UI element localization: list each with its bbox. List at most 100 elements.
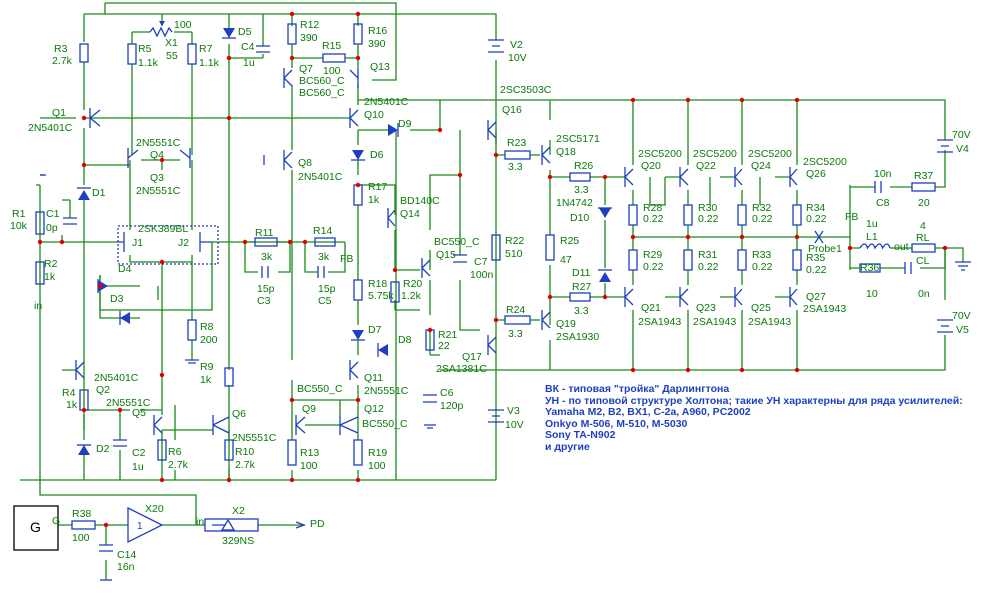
label-fb-1: FB bbox=[340, 253, 353, 265]
label-r2-value: 1k bbox=[44, 271, 56, 283]
label-q1-model: 2N5401C bbox=[28, 122, 73, 134]
label-c1: C1 bbox=[46, 208, 60, 220]
label-q10-model: 2N5401C bbox=[364, 96, 409, 108]
label-r13-value: 100 bbox=[300, 460, 318, 472]
label-r27: R27 bbox=[572, 281, 591, 293]
label-in-2: in bbox=[196, 516, 204, 528]
label-r2: R2 bbox=[44, 258, 58, 270]
label-q20-model: 2SC5200 bbox=[638, 148, 682, 160]
label-r8-value: 200 bbox=[200, 334, 218, 346]
label-r32-value: 0.22 bbox=[752, 213, 773, 225]
label-d10: D10 bbox=[570, 212, 589, 224]
label-d8: D8 bbox=[398, 334, 412, 346]
label-r7-value: 1.1k bbox=[199, 57, 220, 69]
label-l1: L1 bbox=[866, 231, 878, 243]
label-r3-value: 2.7k bbox=[52, 55, 73, 67]
label-v5: V5 bbox=[956, 324, 969, 336]
label-q27: Q27 bbox=[806, 291, 826, 303]
label-x20: X20 bbox=[145, 503, 164, 515]
label-j2: J2 bbox=[178, 237, 189, 249]
label-r3: R3 bbox=[54, 43, 68, 55]
label-q25: Q25 bbox=[751, 302, 771, 314]
label-d4: D4 bbox=[118, 263, 132, 275]
label-q6-model: 2N5551C bbox=[232, 432, 277, 444]
label-q27-model: 2SA1943 bbox=[803, 303, 846, 315]
label-r25-value: 47 bbox=[560, 254, 572, 266]
label-rl: RL bbox=[916, 232, 930, 244]
label-r14-value: 3k bbox=[318, 251, 330, 263]
label-q25-model: 2SA1943 bbox=[748, 316, 791, 328]
label-r31: R31 bbox=[698, 249, 717, 261]
label-q9-model: BC550_C bbox=[297, 383, 343, 395]
note-line: Yamaha M2, B2, BX1, C-2a, A960, PC2002 bbox=[545, 406, 751, 418]
label-r25: R25 bbox=[560, 235, 579, 247]
label-q2-model: 2N5401C bbox=[94, 372, 139, 384]
label-r30-value: 0.22 bbox=[698, 213, 719, 225]
label-r15-value: 100 bbox=[323, 65, 341, 77]
label-r29: R29 bbox=[643, 249, 662, 261]
description-notes: ВК - типовая "тройка" Дарлингтона УН - п… bbox=[545, 383, 963, 453]
label-x1: X1 bbox=[165, 37, 178, 49]
label-c6-value: 120p bbox=[440, 400, 464, 412]
label-r29-value: 0.22 bbox=[643, 261, 664, 273]
label-r24: R24 bbox=[506, 304, 525, 316]
label-v3: V3 bbox=[507, 405, 520, 417]
label-generator: G bbox=[30, 519, 41, 535]
label-q10: Q10 bbox=[364, 109, 384, 121]
label-c6: C6 bbox=[440, 387, 454, 399]
label-r12-value: 390 bbox=[300, 32, 318, 44]
label-d6: D6 bbox=[370, 149, 384, 161]
label-r5-value: 1.1k bbox=[138, 57, 159, 69]
label-q17: Q17 bbox=[462, 351, 482, 363]
label-r10-value: 2.7k bbox=[235, 459, 256, 471]
label-r1: R1 bbox=[12, 208, 26, 220]
label-x2: X2 bbox=[232, 505, 245, 517]
label-q15-model: BC550_C bbox=[434, 236, 480, 248]
label-r11-value: 3k bbox=[261, 251, 273, 263]
label-r9-value: 1k bbox=[200, 374, 212, 386]
label-q5-model: 2N5551C bbox=[106, 397, 151, 409]
note-line: и другие bbox=[545, 440, 590, 453]
label-rl-value: 4 bbox=[920, 220, 926, 232]
label-r12: R12 bbox=[300, 19, 319, 31]
label-v4: V4 bbox=[956, 143, 969, 155]
label-generator-pin: G bbox=[52, 515, 60, 527]
label-r36: R36 bbox=[860, 262, 879, 274]
label-r21: R21 bbox=[438, 329, 457, 341]
label-q3: Q3 bbox=[150, 172, 164, 184]
label-cl: CL bbox=[916, 255, 930, 267]
label-d3: D3 bbox=[110, 293, 124, 305]
label-c5-value: 15p bbox=[318, 283, 336, 295]
label-q26: Q26 bbox=[806, 168, 826, 180]
label-r1-value: 10k bbox=[10, 220, 28, 232]
label-q11-model: 2N5551C bbox=[364, 385, 409, 397]
label-in-1: in bbox=[34, 300, 42, 312]
label-r33: R33 bbox=[752, 249, 771, 261]
note-line: Sony TA-N902 bbox=[545, 429, 616, 441]
label-q19-model: 2SA1930 bbox=[556, 331, 599, 343]
label-r14: R14 bbox=[313, 225, 332, 237]
label-q7-model-2: BC560_C bbox=[299, 87, 345, 99]
label-q14: Q14 bbox=[400, 208, 420, 220]
label-c4: C4 bbox=[241, 41, 255, 53]
label-q23-model: 2SA1943 bbox=[693, 316, 736, 328]
label-q24-model: 2SC5200 bbox=[748, 148, 792, 160]
label-q18: Q18 bbox=[556, 146, 576, 158]
label-q21: Q21 bbox=[641, 302, 661, 314]
label-q6: Q6 bbox=[232, 408, 246, 420]
label-r23-value: 3.3 bbox=[508, 161, 523, 173]
label-r28-value: 0.22 bbox=[643, 213, 664, 225]
label-c4-value: 1u bbox=[243, 57, 255, 69]
label-c2: C2 bbox=[132, 447, 146, 459]
label-r17: R17 bbox=[368, 181, 387, 193]
label-r37-value: 20 bbox=[918, 197, 930, 209]
label-v3-value: 10V bbox=[505, 419, 524, 431]
label-q18-model: 2SC5171 bbox=[556, 133, 600, 145]
label-x1-value: 55 bbox=[166, 50, 178, 62]
label-q4: Q4 bbox=[150, 149, 164, 161]
label-q22: Q22 bbox=[696, 160, 716, 172]
components bbox=[13, 21, 971, 581]
label-r6-value: 2.7k bbox=[168, 459, 189, 471]
label-x1-total: 100 bbox=[174, 19, 192, 31]
